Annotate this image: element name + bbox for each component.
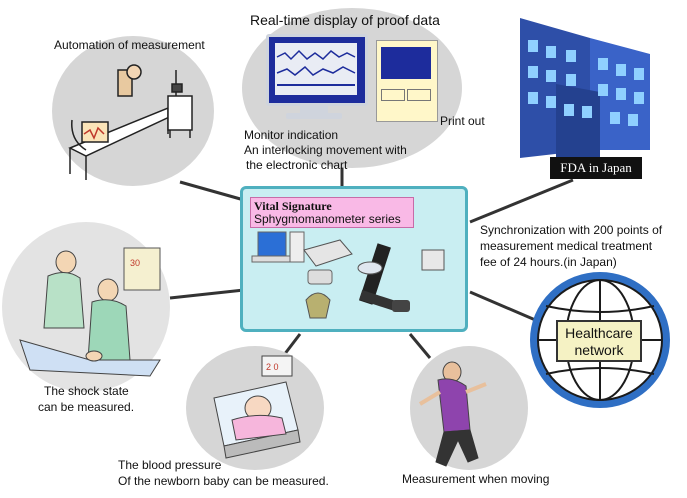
center-title: Vital Signature [254,199,332,213]
monitor-illustration [266,34,368,106]
healthcare-box: Healthcare network [556,320,642,362]
center-title-box: Vital Signature Sphygmomanometer series [250,197,414,228]
newborn-label-1: The blood pressure [118,458,222,472]
shock-label-2: can be measured. [38,400,135,414]
monitor-label-3: the electronic chart [246,158,348,172]
fda-label: FDA in Japan [550,157,642,179]
sync-label-2: measurement medical treatment [480,239,653,253]
connector-healthcare [469,290,541,324]
healthcare-label-1: Healthcare [565,325,633,341]
automation-label: Automation of measurement [54,38,205,52]
center-subtitle: Sphygmomanometer series [254,212,401,226]
connector-moving [408,333,432,359]
connector-shock [169,288,245,300]
print-out-label: Print out [440,114,485,128]
monitor-label-1: Monitor indication [244,128,339,142]
sync-label-1: Synchronization with 200 points of [480,223,663,237]
realtime-title: Real-time display of proof data [250,12,440,28]
connector-automation [179,180,245,202]
incubator-display-text: 2 0 [266,362,279,372]
vitals-monitor-text: 30 [130,258,140,268]
healthcare-label-2: network [574,342,624,358]
connector-fda [469,178,574,224]
moving-label: Measurement when moving [402,472,550,486]
monitor-stand [300,103,328,113]
connector-newborn [282,333,302,356]
monitor-base [286,113,342,119]
monitor-label-2: An interlocking movement with [244,143,407,157]
printout-illustration [376,40,438,122]
newborn-label-2: Of the newborn baby can be measured. [118,474,329,488]
shock-label-1: The shock state [44,384,129,398]
sync-label-3: fee of 24 hours.(in Japan) [480,255,617,269]
